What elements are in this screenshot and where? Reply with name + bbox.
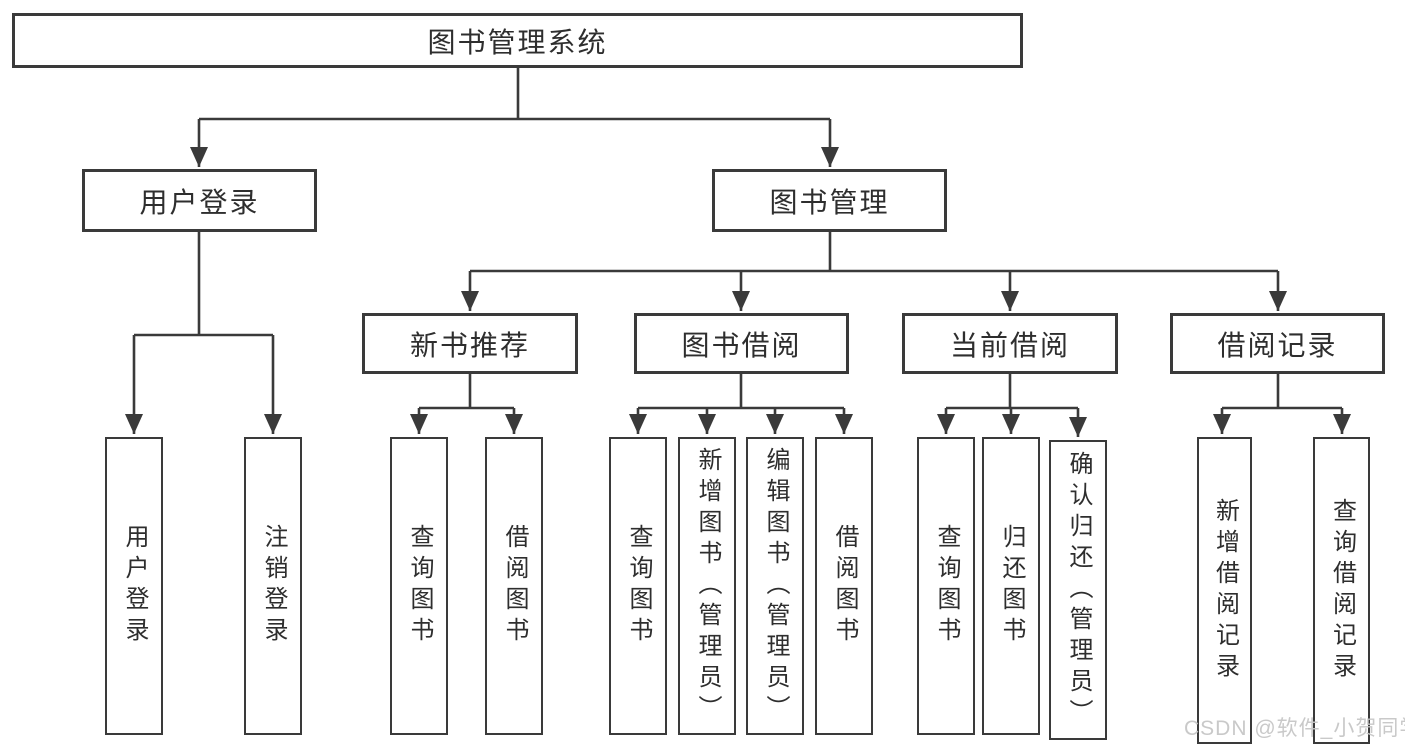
leaf-label: 查询图书 (406, 524, 433, 648)
leaf-borrow-books: 借阅图书 (815, 437, 873, 735)
leaf-confirm-return-admin: 确认归还（管理员） (1049, 440, 1107, 740)
leaf-logout: 注销登录 (244, 437, 302, 735)
leaf-label: 注销登录 (260, 524, 287, 648)
node-library-system: 图书管理系统 (12, 13, 1023, 68)
node-label: 图书管理 (769, 186, 890, 218)
leaf-label: 归还图书 (998, 524, 1025, 648)
leaf-label: 确认归还（管理员） (1065, 450, 1092, 730)
leaf-label: 查询图书 (933, 524, 960, 648)
leaf-query-books-current: 查询图书 (917, 437, 975, 735)
node-label: 借阅记录 (1217, 329, 1338, 361)
leaf-query-books-recommend: 查询图书 (390, 437, 448, 735)
node-label: 新书推荐 (409, 329, 530, 361)
node-new-book-recommend: 新书推荐 (362, 313, 578, 374)
node-label: 图书管理系统 (427, 26, 608, 58)
leaf-label: 查询图书 (625, 524, 652, 648)
leaf-label: 借阅图书 (501, 524, 528, 648)
node-label: 当前借阅 (949, 329, 1070, 361)
leaf-edit-books-admin: 编辑图书（管理员） (746, 437, 804, 735)
leaf-label: 查询借阅记录 (1328, 497, 1356, 684)
node-user-login: 用户登录 (82, 169, 317, 232)
leaf-borrow-books-recommend: 借阅图书 (485, 437, 543, 735)
leaf-label: 编辑图书（管理员） (762, 446, 789, 726)
leaf-label: 借阅图书 (831, 524, 858, 648)
node-current-borrowing: 当前借阅 (902, 313, 1118, 374)
leaf-user-login: 用户登录 (105, 437, 163, 735)
leaf-label: 新增借阅记录 (1211, 497, 1239, 684)
node-book-management: 图书管理 (712, 169, 947, 232)
node-borrow-records: 借阅记录 (1170, 313, 1385, 374)
leaf-query-borrow-record: 查询借阅记录 (1313, 437, 1370, 744)
csdn-watermark: CSDN @软件_小贺同学 (1184, 717, 1405, 740)
leaf-query-books-borrowing: 查询图书 (609, 437, 667, 735)
leaf-label: 用户登录 (121, 524, 148, 648)
leaf-add-books-admin: 新增图书（管理员） (678, 437, 736, 735)
node-label: 图书借阅 (681, 329, 802, 361)
leaf-label: 新增图书（管理员） (694, 446, 721, 726)
node-label: 用户登录 (139, 186, 260, 218)
leaf-return-books: 归还图书 (982, 437, 1040, 735)
node-book-borrowing: 图书借阅 (634, 313, 849, 374)
leaf-add-borrow-record: 新增借阅记录 (1197, 437, 1252, 744)
